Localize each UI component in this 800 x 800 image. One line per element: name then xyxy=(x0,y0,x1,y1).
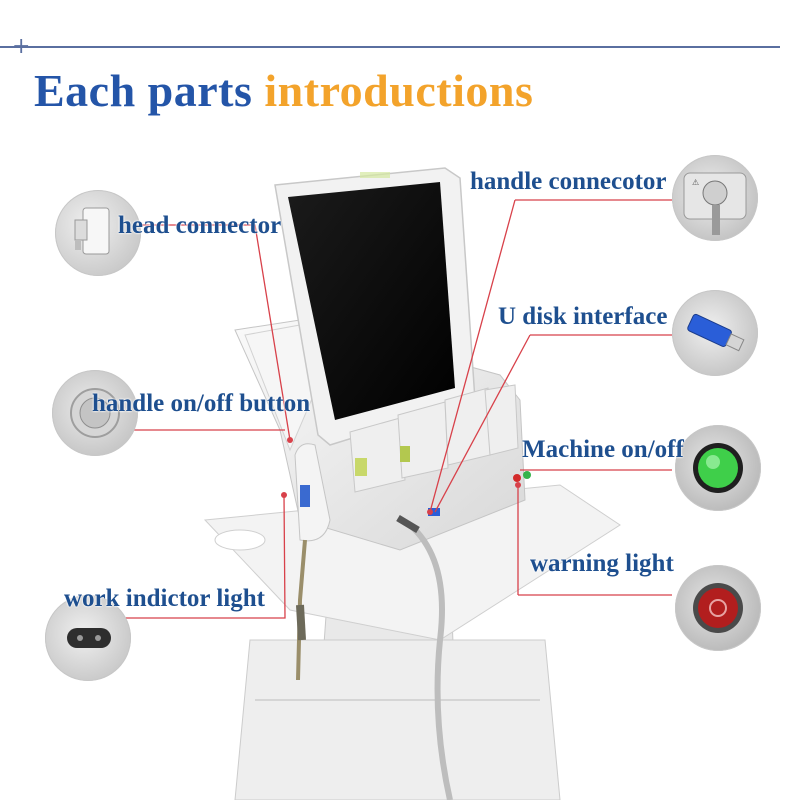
cable-plug xyxy=(396,514,420,534)
label-machine-onoff: Machine on/off xyxy=(522,436,684,463)
title-part-1: Each parts xyxy=(34,65,253,116)
head-connector-photo xyxy=(55,190,141,276)
usb-disk-icon xyxy=(687,313,745,352)
svg-text:⚠: ⚠ xyxy=(692,178,699,187)
divider-cross-mark: + xyxy=(12,34,31,59)
round-button-icon xyxy=(70,388,120,438)
label-work-indicator-light: work indictor light xyxy=(64,585,265,612)
usb-disk-photo xyxy=(672,290,758,376)
power-led xyxy=(523,471,531,479)
red-warning-light-icon xyxy=(693,583,743,633)
handle-connector-icon: ⚠ xyxy=(683,172,747,235)
cartridge-slots xyxy=(349,384,519,493)
warning-led xyxy=(513,474,521,482)
label-u-disk-interface: U disk interface xyxy=(498,303,668,330)
handpiece xyxy=(294,443,331,681)
top-divider xyxy=(0,46,780,48)
handpiece-cable xyxy=(407,522,453,800)
label-handle-connector: handle connecotor xyxy=(470,168,667,195)
round-button-photo xyxy=(52,370,138,456)
green-power-button-photo xyxy=(675,425,761,511)
page-title: Each parts introductions xyxy=(34,64,533,117)
label-head-connector: head connector xyxy=(118,212,282,239)
green-power-button-icon xyxy=(693,443,743,493)
title-part-2: introductions xyxy=(264,65,534,116)
indicator-lights-photo xyxy=(45,595,131,681)
leader-dots xyxy=(281,437,521,515)
indicator-lights-icon xyxy=(67,628,111,648)
label-warning-light: warning light xyxy=(530,550,674,577)
usb-stick xyxy=(428,508,440,516)
screen-unit xyxy=(274,167,476,446)
leader-lines xyxy=(98,199,672,619)
label-handle-button: handle on/off button xyxy=(92,390,311,417)
head-connector-icon xyxy=(74,207,110,255)
red-warning-light-photo xyxy=(675,565,761,651)
handle-connector-photo: ⚠ xyxy=(672,155,758,241)
